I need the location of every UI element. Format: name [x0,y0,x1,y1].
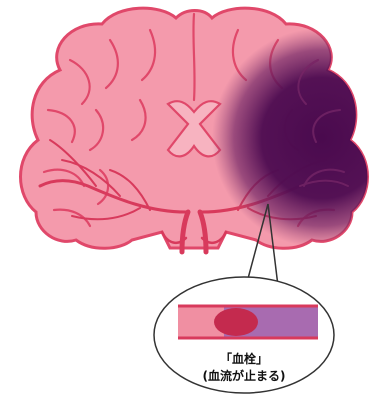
clot-sublabel: (血流が止まる) [203,368,286,383]
ischemia-region [212,0,388,270]
clot-label: 「血栓」 [220,351,268,366]
blood-clot-icon [214,308,258,336]
magnifier-callout: 「血栓」 (血流が止まる) [154,277,334,393]
